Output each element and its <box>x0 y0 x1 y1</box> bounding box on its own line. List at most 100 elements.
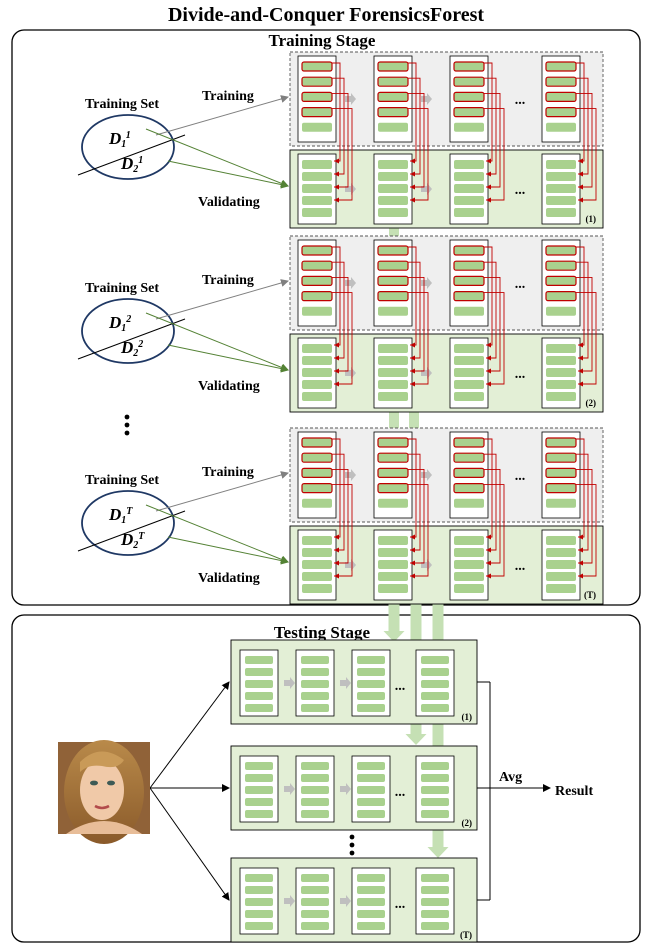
tree-node <box>245 886 273 894</box>
tree-node <box>378 306 408 316</box>
tree-node <box>301 692 329 700</box>
tree-node <box>454 344 484 353</box>
tree-node <box>545 452 577 463</box>
tree-node <box>301 874 329 882</box>
tree-node <box>301 910 329 918</box>
tree-node <box>421 798 449 806</box>
tree-node <box>302 536 332 545</box>
tree-node <box>454 208 484 217</box>
tree-node <box>421 656 449 664</box>
tree-node <box>378 344 408 353</box>
tree-node <box>453 76 485 87</box>
tree-node <box>453 245 485 256</box>
tree-node <box>545 76 577 87</box>
tree-node <box>454 368 484 377</box>
tree-node <box>454 572 484 581</box>
feedback-route <box>484 292 505 387</box>
dataset-ellipse <box>81 114 175 180</box>
tree-node <box>301 656 329 664</box>
flow-bar <box>389 410 399 428</box>
feedback-route <box>332 246 341 348</box>
feedback-route <box>332 92 349 190</box>
tree-node <box>454 160 484 169</box>
tree-node <box>545 291 577 302</box>
tree-node <box>453 91 485 103</box>
forest-ellipsis: ... <box>395 785 406 800</box>
feedback-route <box>408 484 429 579</box>
tree-node <box>454 380 484 389</box>
tree-node <box>421 910 449 918</box>
tree-node <box>302 122 332 132</box>
feedback-route <box>332 261 345 361</box>
tree-node <box>377 467 409 478</box>
tree-node <box>301 437 333 448</box>
tree-node <box>302 172 332 181</box>
tree-node <box>453 437 485 448</box>
tree-node <box>453 61 485 72</box>
flow-arrow <box>383 603 405 642</box>
tree-node <box>378 536 408 545</box>
validating-arrow <box>167 344 289 373</box>
tree-node <box>302 184 332 193</box>
tree-node <box>378 380 408 389</box>
forest-flow-arrow <box>340 677 351 689</box>
feedback-route <box>332 276 349 374</box>
tree-node <box>357 692 385 700</box>
training-label: Training <box>202 273 254 288</box>
tree-node <box>378 392 408 401</box>
feedback-route <box>408 292 429 387</box>
tree-node <box>245 692 273 700</box>
tree-node <box>378 122 408 132</box>
feedback-route <box>484 108 505 203</box>
tree-node <box>545 245 577 256</box>
tree-node <box>357 922 385 930</box>
feedback-route <box>576 276 593 374</box>
tree-node <box>545 91 577 103</box>
feedback-route <box>408 108 429 203</box>
tree-node <box>301 680 329 688</box>
tree-node <box>378 208 408 217</box>
tree-node <box>378 160 408 169</box>
tree-node <box>421 680 449 688</box>
tree-node <box>378 498 408 508</box>
tree-node <box>302 380 332 389</box>
tree-node <box>377 106 409 118</box>
tree-node <box>301 798 329 806</box>
tree-node <box>421 874 449 882</box>
tree-node <box>378 368 408 377</box>
subset-d1-label: D11 <box>108 129 131 150</box>
tree-node <box>301 467 333 478</box>
model-tag: (T) <box>460 930 472 940</box>
validating-arrow <box>145 312 289 372</box>
tree-node <box>546 122 576 132</box>
tree-node <box>357 656 385 664</box>
tree-node <box>421 774 449 782</box>
forest-flow-arrow <box>284 783 295 795</box>
tree-node <box>378 184 408 193</box>
tree-node <box>421 692 449 700</box>
tree-node <box>302 560 332 569</box>
tree-node <box>302 498 332 508</box>
tree-node <box>421 668 449 676</box>
tree-node <box>546 368 576 377</box>
training-arrow <box>155 471 289 512</box>
tree-node <box>245 704 273 712</box>
training-set-label: Training Set <box>85 473 159 488</box>
models-ellipsis <box>349 834 355 856</box>
tree-node <box>245 910 273 918</box>
tree-node <box>453 275 485 286</box>
feedback-route <box>576 453 589 553</box>
validating-label: Validating <box>198 571 260 586</box>
tree-node <box>377 260 409 271</box>
tree-node <box>302 548 332 557</box>
tree-node <box>546 208 576 217</box>
forest-ellipsis: ... <box>395 897 406 912</box>
tree-node <box>245 656 273 664</box>
tree-node <box>546 536 576 545</box>
tree-node <box>454 184 484 193</box>
tree-node <box>454 536 484 545</box>
tree-node <box>377 76 409 87</box>
tree-node <box>421 762 449 770</box>
